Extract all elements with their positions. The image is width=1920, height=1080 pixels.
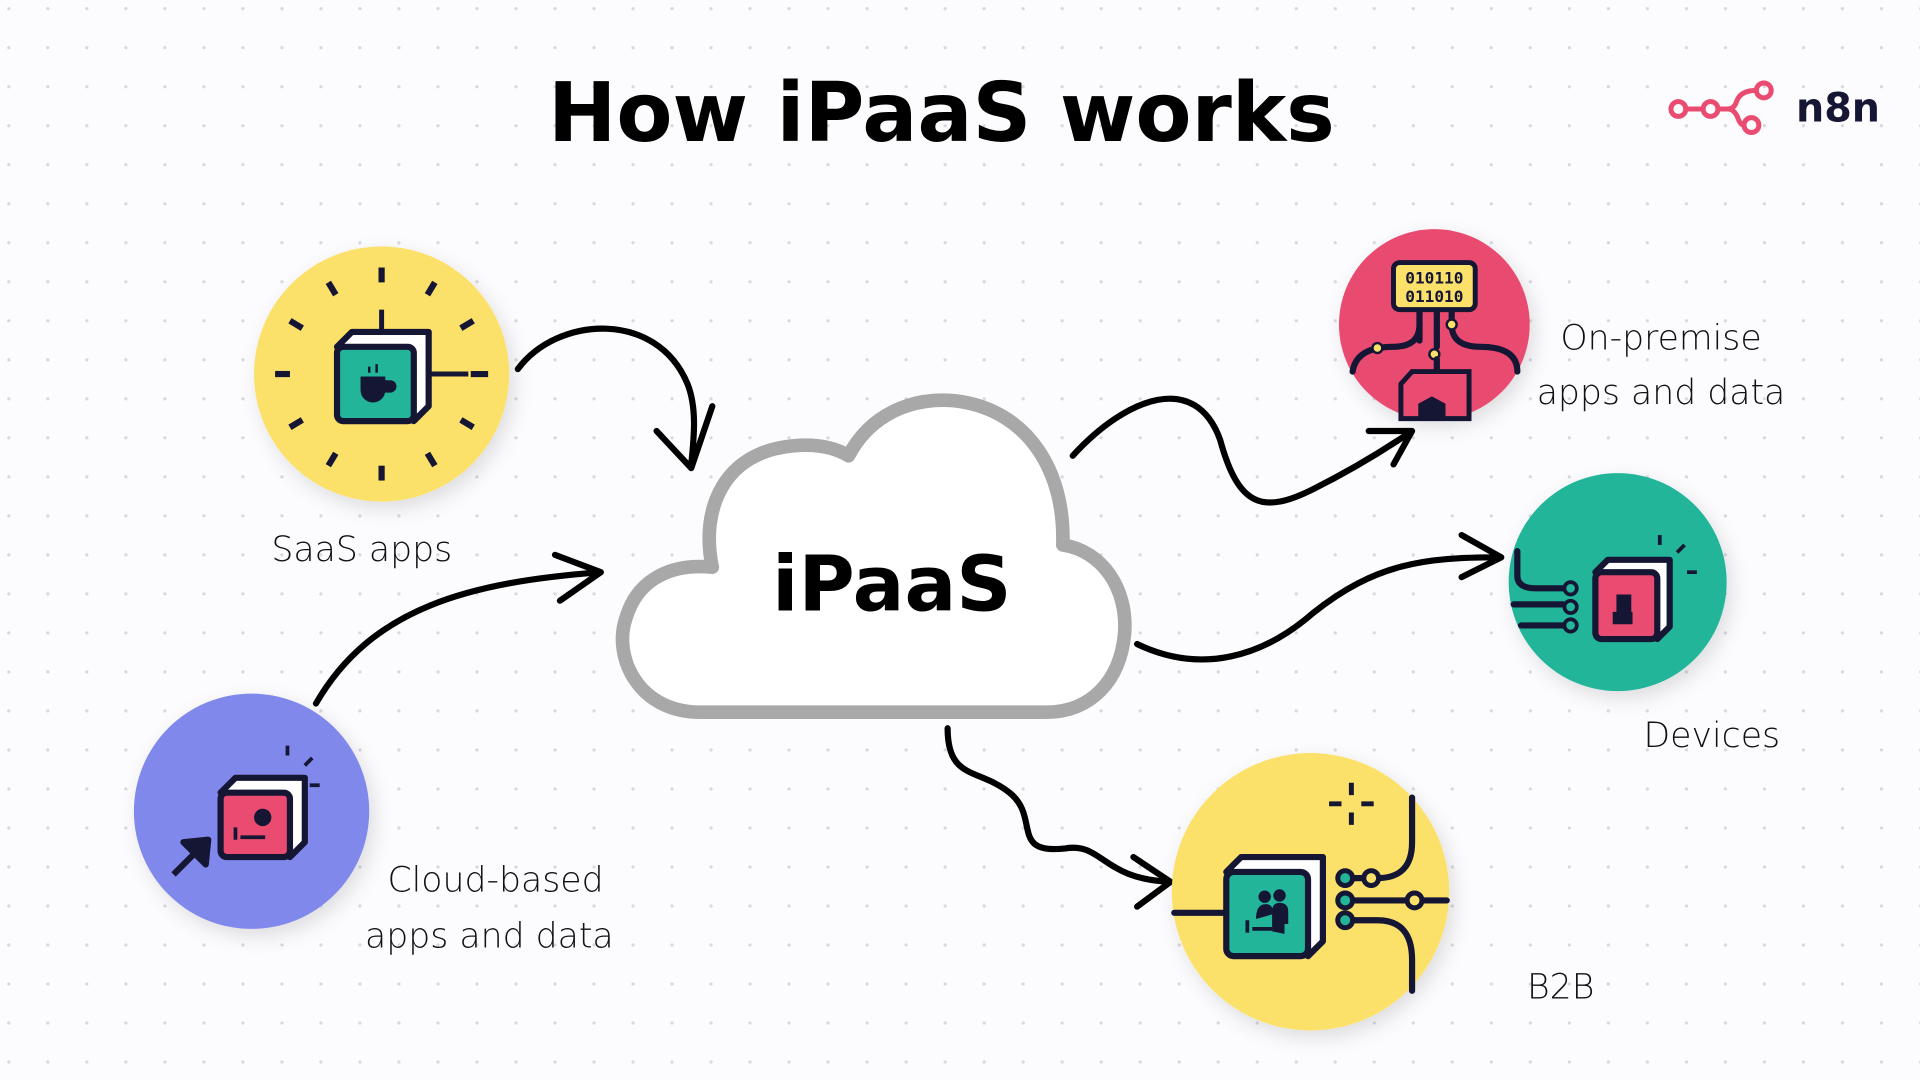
ipaas-cloud: iPaaS [615,393,1132,719]
node-b2b [1171,753,1450,1031]
devices-label: Devices [1644,716,1781,756]
binary-line-1: 010110 [1405,269,1463,288]
page-title: How iPaaS works [548,66,1335,161]
saas-apps-label: SaaS apps [271,530,452,570]
node-saas-apps [254,246,510,502]
binary-server-icon: 010110 011010 [1349,260,1521,422]
on-premise-label-line2: apps and data [1537,373,1786,413]
n8n-logo: n8n [1668,80,1880,135]
b2b-people-circuit-icon [1171,782,1450,994]
arrow-ipaas-to-on-premise [1069,395,1416,506]
cloud-based-label-line2: apps and data [365,916,614,956]
arrows [312,325,1505,910]
n8n-logo-text: n8n [1796,85,1880,131]
node-on-premise: 010110 011010 [1338,229,1530,422]
arrow-ipaas-to-b2b [944,725,1174,910]
coffee-cube-icon [333,309,469,425]
arrow-ipaas-to-devices [1134,531,1505,663]
binary-line-2: 011010 [1405,287,1463,306]
node-cloud-based [133,693,370,929]
n8n-logo-icon [1668,80,1774,135]
cursor-gear-cube-icon [171,745,320,877]
node-devices [1508,473,1727,692]
arrow-cloud-based-to-ipaas [312,551,604,707]
clock-ticks-icon [275,267,489,481]
b2b-label: B2B [1527,967,1594,1007]
device-circuit-icon [1510,535,1697,643]
arrow-saas-to-ipaas [514,325,716,472]
ipaas-label: iPaaS [772,541,1011,630]
cloud-based-label-line1: Cloud-based [387,861,603,901]
on-premise-label-line1: On-premise [1560,318,1761,358]
